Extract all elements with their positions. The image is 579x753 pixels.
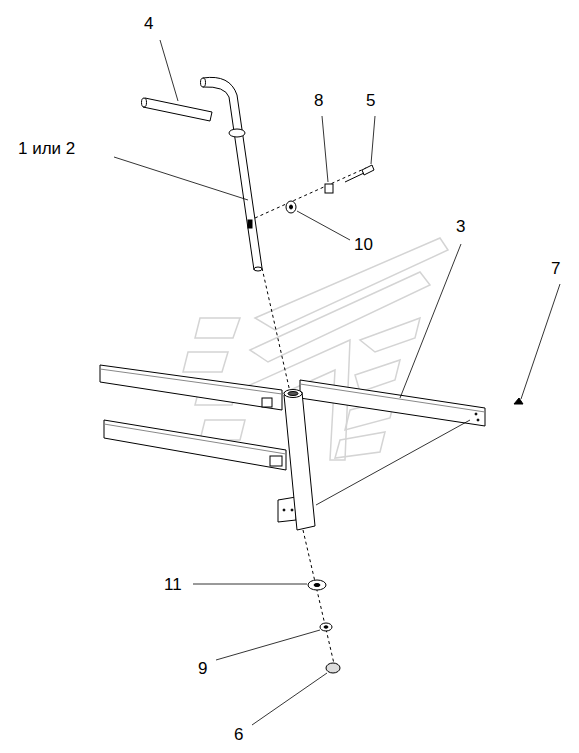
callout-number: 6 [234, 726, 243, 743]
watermark-logo [183, 238, 448, 460]
callout-number: 3 [456, 218, 465, 235]
rivet [514, 398, 523, 404]
frame [100, 365, 485, 530]
nut [325, 184, 333, 193]
callout-number: 1 или 2 [18, 140, 75, 157]
washer [308, 580, 326, 590]
callout-number: 4 [144, 15, 153, 32]
handle-post [201, 77, 263, 271]
cap [326, 663, 340, 673]
washer [286, 201, 296, 213]
callout-number: 7 [551, 260, 560, 277]
leader-lines [114, 40, 560, 725]
callout-number: 9 [198, 660, 207, 677]
callout-number: 10 [354, 236, 373, 253]
callout-number: 11 [164, 576, 182, 593]
handle-grip [142, 98, 213, 121]
callout-number: 8 [314, 92, 323, 109]
washer [320, 623, 332, 631]
callout-number: 5 [366, 92, 375, 109]
